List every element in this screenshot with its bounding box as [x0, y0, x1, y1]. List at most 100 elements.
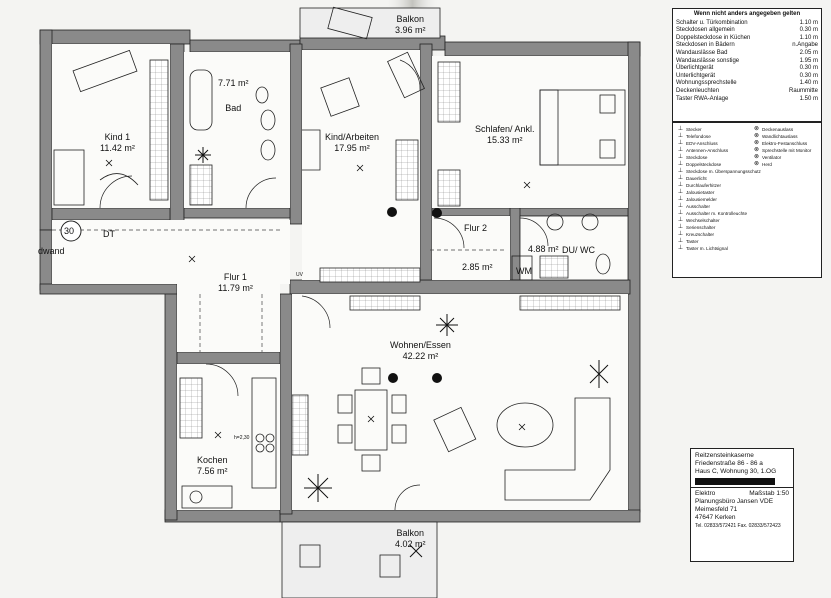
symbol-label: Sprechstelle mit Monitor: [762, 148, 812, 153]
room-area: 17.95 m²: [334, 143, 370, 153]
symbol-label: Doppelsteckdose: [686, 162, 722, 167]
symbol-glyph-icon: ⊥: [677, 161, 684, 167]
symbol-entry: ⊥Steckdose m. Überspannungsschutz: [677, 168, 761, 175]
room-name: Kochen: [197, 455, 228, 465]
symbol-legend-left: ⊥Stecker⊥Telefondose⊥EDV-Anschluss⊥Anten…: [677, 126, 761, 252]
outlet-marks: [105, 159, 531, 439]
office-city: 47647 Kerken: [695, 514, 736, 521]
room-area: 7.56 m²: [197, 466, 228, 476]
plant-icons: [195, 147, 609, 558]
symbol-glyph-icon: ⊗: [753, 126, 760, 132]
room-floors: [52, 44, 628, 510]
symbol-glyph-icon: ⊥: [677, 238, 684, 244]
room-label-bad: 7.71 m² Bad: [218, 78, 249, 114]
symbol-label: Deckenauslass: [762, 127, 794, 132]
symbol-glyph-icon: ⊥: [677, 168, 684, 174]
legend-row-value: 1.40 m: [799, 80, 818, 87]
symbol-entry: ⊥Ausschalter m. Kontrolleuchte: [677, 210, 761, 217]
symbol-entry: ⊥Serienschalter: [677, 224, 761, 231]
symbol-entry: ⊥Steckdose: [677, 154, 761, 161]
symbol-label: Wechselschalter: [686, 218, 720, 223]
symbol-glyph-icon: ⊥: [677, 154, 684, 160]
room-name: Flur 1: [223, 272, 247, 282]
symbol-entry: ⊥Jalousietaster: [677, 189, 761, 196]
symbol-glyph-icon: ⊗: [753, 161, 760, 167]
symbol-label: Ventilator: [762, 155, 782, 160]
discipline-row: Elektro Maßstab 1:50: [695, 490, 789, 498]
flur2-floor: [432, 216, 510, 280]
room-label-balkon-bottom: Balkon 4.02 m²: [395, 528, 426, 550]
legend-row-label: Wohnungssprechstelle: [676, 80, 737, 87]
project-unit: Haus C, Wohnung 30, 1.OG: [695, 468, 777, 475]
legend-row-label: Steckdosen allgemein: [676, 27, 735, 34]
symbol-glyph-icon: ⊥: [677, 189, 684, 195]
symbol-label: Kreuzschalter: [686, 232, 715, 237]
balkon-top: [299, 6, 441, 40]
legend-row-label: Doppelsteckdose in Küchen: [676, 34, 751, 41]
symbol-glyph-icon: ⊥: [677, 126, 684, 132]
symbol-entry: ⊥Taster: [677, 238, 761, 245]
symbol-label: Serienschalter: [686, 225, 716, 230]
height-legend: Wenn nicht anders angegeben gelten Schal…: [672, 8, 822, 122]
symbol-glyph-icon: ⊥: [677, 217, 684, 223]
room-area: 15.33 m²: [487, 135, 523, 145]
title-block: Reitzensteinkaserne Friedenstraße 86 - 8…: [690, 448, 794, 562]
office-street: Meimesfeld 71: [695, 506, 738, 513]
symbol-glyph-icon: ⊥: [677, 147, 684, 153]
office-phone: Tel. 02833/572421 Fax. 02833/572423: [695, 523, 781, 529]
legend-row: Taster RWA-Anlage 1.50 m: [676, 96, 818, 104]
schlafen-furniture: [437, 61, 626, 207]
symbol-label: Elektro-Festanschluss: [762, 141, 808, 146]
symbol-label: Ausschalter: [686, 204, 711, 209]
legend-row-label: Taster RWA-Anlage: [676, 95, 729, 102]
symbol-glyph-icon: ⊥: [677, 140, 684, 146]
legend-row-value: 1.50 m: [799, 95, 818, 102]
flur1-lower-floor: [177, 284, 280, 352]
office-name: Planungsbüro Jansen VDE: [695, 498, 774, 505]
room-area: 3.96 m²: [395, 25, 426, 35]
symbol-entry: ⊥Ausschalter: [677, 203, 761, 210]
symbol-entry: ⊗Elektro-Festanschluss: [753, 140, 811, 147]
room-name: Schlafen/ Ankl.: [475, 124, 535, 134]
room-label-balkon-top: Balkon 3.96 m²: [395, 14, 426, 36]
room-area: 7.71 m²: [218, 78, 249, 88]
symbol-label: EDV-Anschluss: [686, 141, 718, 146]
room-area: 42.22 m²: [402, 351, 439, 361]
symbol-glyph-icon: ⊗: [753, 133, 760, 139]
dt-label: DT: [103, 229, 115, 239]
room-label-flur1: Flur 1 11.79 m²: [218, 272, 253, 294]
symbol-label: Taster: [686, 239, 699, 244]
symbol-glyph-icon: ⊥: [677, 203, 684, 209]
dwand-label: dwand: [38, 246, 65, 256]
symbol-legend: ⊥Stecker⊥Telefondose⊥EDV-Anschluss⊥Anten…: [672, 122, 822, 278]
legend-row-value: 1.10 m: [799, 19, 818, 26]
kind-arbeiten-furniture: [302, 51, 425, 201]
symbol-glyph-icon: ⊥: [677, 245, 684, 251]
symbol-label: Ausschalter m. Kontrolleuchte: [686, 211, 748, 216]
legend-row-value: n.Angabe: [792, 42, 818, 49]
symbol-label: Taster m. Lichtsignal: [686, 246, 728, 251]
legend-row-label: Deckenleuchten: [676, 87, 720, 94]
symbol-glyph-icon: ⊥: [677, 224, 684, 230]
legend-row-label: Unterlichtgerät: [676, 72, 716, 79]
symbol-entry: ⊥Telefondose: [677, 133, 761, 140]
legend-row-label: Wandauslässe sonstige: [676, 57, 740, 64]
legend-row: Doppelsteckdose in Küchen 1.10 m: [676, 35, 818, 43]
symbol-label: Jalousiemelder: [686, 197, 717, 202]
symbol-label: Jalousietaster: [686, 190, 715, 195]
symbol-glyph-icon: ⊗: [753, 147, 760, 153]
kind1-furniture: [53, 49, 169, 206]
room-area: 11.79 m²: [218, 283, 253, 293]
legend-row-label: Schalter u. Türkombination: [676, 19, 748, 26]
balkon-bottom: [281, 521, 438, 598]
symbol-glyph-icon: ⊗: [753, 140, 760, 146]
room-name: Kind 1: [104, 132, 131, 142]
symbol-entry: ⊥Durchlauferhitzer: [677, 182, 761, 189]
legend-row-value: 1.10 m: [799, 34, 818, 41]
legend-row: Wohnungssprechstelle 1.40 m: [676, 80, 818, 88]
room-label-kind-arbeiten: Kind/Arbeiten 17.95 m²: [325, 132, 379, 154]
symbol-entry: ⊗Sprechstelle mit Monitor: [753, 147, 811, 154]
bad-fixtures: [189, 69, 276, 206]
